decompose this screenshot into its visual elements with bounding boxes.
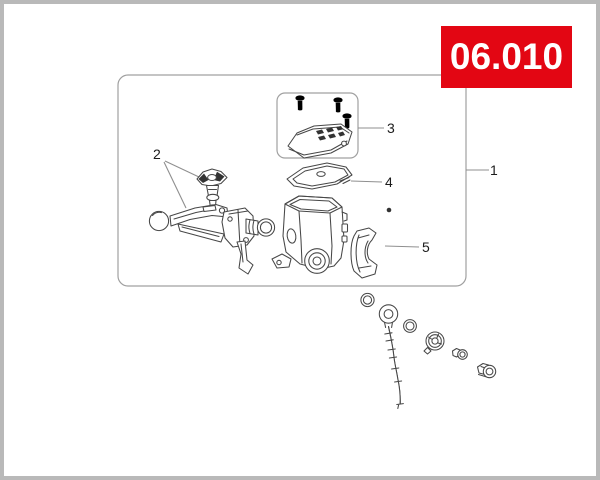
reference-bullet-dot (386, 207, 392, 213)
part-washer-upper (360, 292, 375, 308)
part-adjuster-knob (196, 168, 228, 209)
assembly-callout-box (117, 74, 467, 287)
section-code-badge: 06.010 (441, 26, 572, 88)
part-brake-lever-assembly (148, 203, 276, 275)
leader-line-2b (163, 161, 187, 209)
callout-5[interactable]: 5 (422, 239, 430, 255)
part-brake-hose (384, 325, 404, 410)
leader-lines (163, 127, 489, 248)
part-hose-assembly (360, 292, 497, 410)
leader-line-4 (350, 180, 383, 183)
part-banjo-eye (378, 304, 399, 329)
leader-line-2a (164, 160, 200, 178)
part-cover-screws (295, 95, 352, 129)
section-code: 06.010 (449, 36, 564, 77)
part-washer-lower (403, 319, 417, 333)
part-bleed-screw (451, 347, 468, 360)
part-hex-bolt (476, 362, 497, 379)
part-banjo-bolt (423, 331, 445, 355)
screws-callout-box (276, 92, 359, 159)
callout-2[interactable]: 2 (153, 146, 161, 162)
leader-line-5 (384, 245, 420, 248)
part-diaphragm-plate (286, 162, 353, 190)
callout-4[interactable]: 4 (385, 174, 393, 190)
part-master-cylinder-body (271, 195, 349, 274)
part-handlebar-clamp (350, 227, 378, 279)
part-reservoir-cover (287, 123, 353, 159)
callout-3[interactable]: 3 (387, 120, 395, 136)
callout-1[interactable]: 1 (490, 162, 498, 178)
